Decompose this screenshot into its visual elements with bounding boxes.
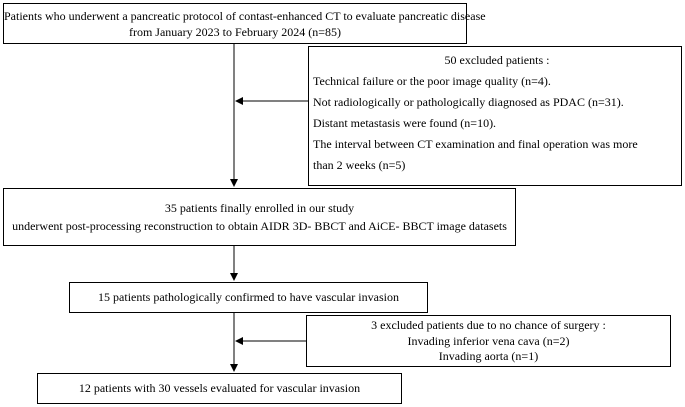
enrolled-final-line2: underwent post-processing reconstruction… <box>12 219 507 233</box>
excluded-first-item: than 2 weeks (n=5) <box>313 158 406 172</box>
initial-patients-line2: from January 2023 to February 2024 (n=85… <box>128 25 342 39</box>
excluded-first-item: Not radiologically or pathologically dia… <box>313 95 624 109</box>
excluded-first-item: Distant metastasis were found (n=10). <box>313 116 497 130</box>
excluded-first-item: Technical failure or the poor image qual… <box>313 74 551 88</box>
excluded-second-item: Invading aorta (n=1) <box>438 349 539 363</box>
box-vascular-invasion: 15 patients pathologically confirmed to … <box>69 282 428 313</box>
initial-patients-line1: Patients who underwent a pancreatic prot… <box>4 9 486 23</box>
box-initial-patients: Patients who underwent a pancreatic prot… <box>3 3 486 44</box>
excluded-second-title: 3 excluded patients due to no chance of … <box>371 318 606 332</box>
box-excluded-second: 3 excluded patients due to no chance of … <box>306 315 671 367</box>
excluded-second-item: Invading inferior vena cava (n=2) <box>407 333 570 348</box>
box-enrolled-final: 35 patients finally enrolled in our stud… <box>3 188 516 246</box>
excluded-first-item: The interval between CT examination and … <box>313 137 638 151</box>
enrolled-final-line1: 35 patients finally enrolled in our stud… <box>164 201 355 215</box>
box-evaluated: 12 patients with 30 vessels evaluated fo… <box>37 373 402 404</box>
excluded-first-title: 50 excluded patients : <box>444 53 550 67</box>
vascular-invasion-text: 15 patients pathologically confirmed to … <box>98 290 399 304</box>
box-excluded-first: 50 excluded patients : Technical failure… <box>308 46 682 186</box>
evaluated-text: 12 patients with 30 vessels evaluated fo… <box>78 381 361 395</box>
